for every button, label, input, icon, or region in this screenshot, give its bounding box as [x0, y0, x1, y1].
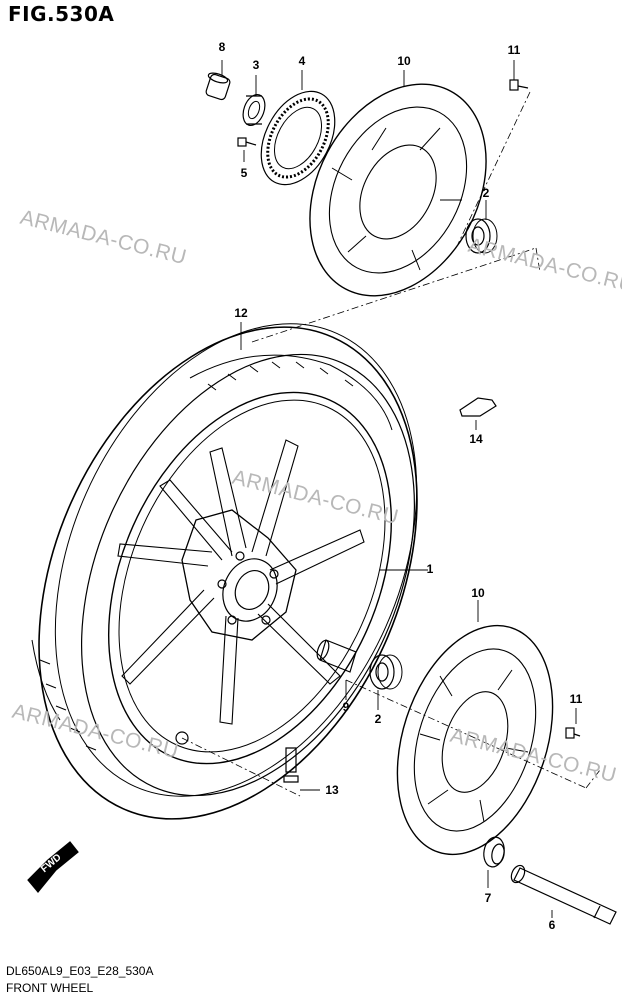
- sensor-rotor-drawing: [260, 90, 336, 186]
- brake-disc-lower-drawing: [396, 624, 554, 856]
- figure-code: DL650AL9_E03_E28_530A: [6, 964, 154, 978]
- callout-7[interactable]: 7: [484, 891, 492, 905]
- hub-drawing: [175, 509, 297, 745]
- figure-name: FRONT WHEEL: [6, 981, 94, 995]
- balancer-weight-drawing: [459, 397, 497, 417]
- callout-8[interactable]: 8: [218, 40, 226, 54]
- axle-drawing: [510, 864, 617, 925]
- rotor-screw-drawing: [237, 137, 257, 147]
- callout-9[interactable]: 9: [342, 700, 350, 714]
- callout-11-lower[interactable]: 11: [569, 692, 583, 706]
- disc-bolts-drawing: [509, 79, 581, 739]
- rim-drawing: [108, 391, 392, 765]
- leader-lines: [221, 60, 577, 918]
- valve-drawing: [283, 747, 299, 783]
- callout-6[interactable]: 6: [548, 918, 556, 932]
- spokes-drawing: [117, 439, 365, 725]
- callout-11-upper[interactable]: 11: [507, 43, 521, 57]
- washer-drawing: [483, 836, 505, 868]
- callout-10-lower[interactable]: 10: [471, 586, 485, 600]
- fwd-arrow-icon: [27, 841, 79, 893]
- callout-4[interactable]: 4: [298, 54, 306, 68]
- callout-14[interactable]: 14: [469, 432, 483, 446]
- callout-2-upper[interactable]: 2: [482, 186, 490, 200]
- callout-12[interactable]: 12: [234, 306, 248, 320]
- brake-disc-upper-drawing: [309, 83, 487, 297]
- guide-lines: [181, 91, 601, 797]
- oil-seal-drawing: [242, 93, 266, 127]
- callout-13[interactable]: 13: [325, 783, 339, 797]
- callout-5[interactable]: 5: [240, 166, 248, 180]
- callout-1[interactable]: 1: [426, 562, 434, 576]
- callout-10-upper[interactable]: 10: [397, 54, 411, 68]
- figure-title: FIG.530A: [8, 2, 115, 26]
- callout-3[interactable]: 3: [252, 58, 260, 72]
- bearing-upper-drawing: [465, 218, 498, 254]
- spacer-collar-drawing: [205, 72, 231, 101]
- callout-2-lower[interactable]: 2: [374, 712, 382, 726]
- bearing-lower-drawing: [369, 654, 403, 690]
- tire-drawing: [31, 323, 418, 820]
- spacer-tube-drawing: [316, 639, 357, 673]
